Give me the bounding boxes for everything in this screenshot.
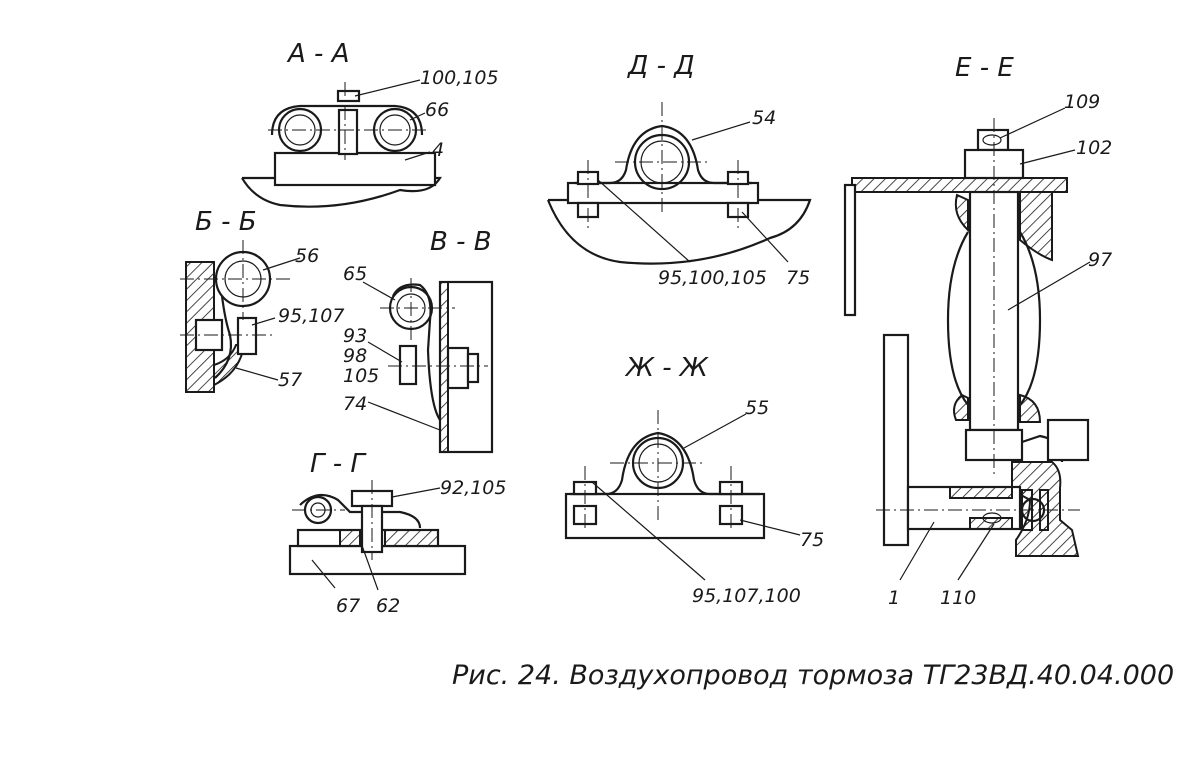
label-102: 102 [1076,137,1112,159]
label-4: 4 [432,139,444,161]
label-95-107-100: 95,107,100 [692,585,801,607]
label-1: 1 [888,587,900,609]
label-105: 105 [343,365,379,387]
section-ee: Е - Е 109 102 97 1 110 [843,53,1112,609]
label-65: 65 [343,263,367,285]
label-95-107: 95,107 [278,305,344,327]
label-75-dd: 75 [786,267,810,289]
label-62: 62 [376,595,400,617]
label-54: 54 [752,107,776,129]
label-110: 110 [940,587,976,609]
figure-caption: Рис. 24. Воздухопровод тормоза ТГ23ВД.40… [452,660,1183,691]
label-95-100-105: 95,100,105 [658,267,767,289]
section-gg-title: Г - Г [310,449,367,479]
label-109: 109 [1064,91,1100,113]
label-93: 93 [343,325,367,347]
label-97: 97 [1088,249,1112,271]
label-56: 56 [295,245,319,267]
section-vv: В - В 65 93 98 105 74 [343,227,494,454]
section-ee-title: Е - Е [955,53,1014,83]
section-dd: Д - Д 54 95,100,105 75 [546,51,812,289]
section-bb: Б - Б 56 95,107 57 [180,207,344,393]
label-92-105: 92,105 [440,477,506,499]
label-57: 57 [278,369,302,391]
label-100-105: 100,105 [420,67,499,89]
label-74: 74 [343,393,367,415]
label-75-zz: 75 [800,529,824,551]
section-zz-title: Ж - Ж [624,353,709,383]
label-67: 67 [336,595,360,617]
label-98: 98 [343,345,367,367]
label-66: 66 [425,99,449,121]
section-dd-title: Д - Д [627,51,695,81]
section-bb-title: Б - Б [195,207,257,237]
section-gg: Г - Г 92,105 67 62 [288,449,506,617]
section-aa-title: А - А [286,39,349,69]
section-aa: А - А 100,105 66 4 [241,39,499,208]
label-55: 55 [745,397,769,419]
section-zz: Ж - Ж 55 95,107,100 75 [564,353,824,607]
section-vv-title: В - В [430,227,492,257]
